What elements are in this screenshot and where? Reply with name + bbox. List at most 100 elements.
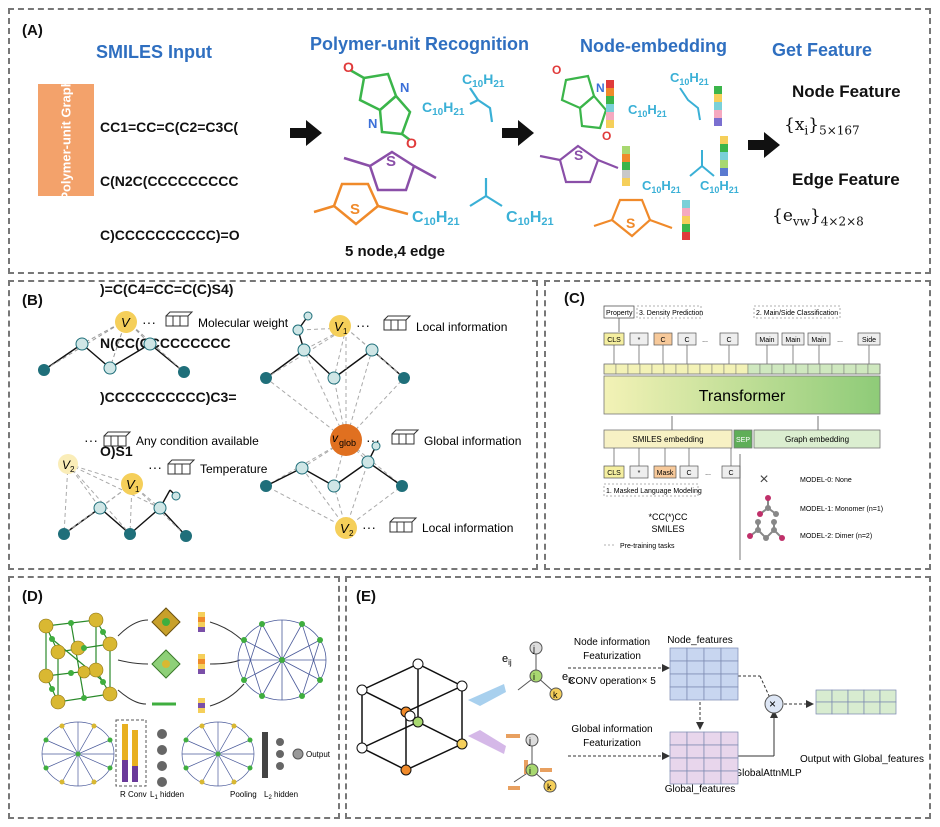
- diketopyrrolopyrrole-structure: [349, 68, 412, 141]
- token-c: C: [728, 470, 733, 477]
- svg-text:L2 hidden: L2 hidden: [264, 790, 298, 801]
- octahedron-icon: [151, 607, 181, 637]
- global-featurization-label: Featurization: [583, 738, 641, 749]
- dimer-icon: [747, 519, 785, 541]
- edge-feature-formula: {evw}4×2×8: [772, 206, 864, 228]
- alkyl-chain-structure: [469, 178, 503, 207]
- local-information-label: Local information: [416, 320, 507, 334]
- grid-cell: [669, 757, 688, 772]
- node-edge-caption: 5 node,4 edge: [345, 243, 446, 260]
- feature-vector: [198, 654, 205, 674]
- panel-c-graphics: Property 3. Density Prediction 2. Main/S…: [603, 305, 883, 560]
- sulfur-atom: S: [626, 215, 635, 231]
- alkyl-chain-structure: [469, 87, 494, 123]
- embedding-vector: [720, 136, 728, 176]
- edge-ik-label: e: [562, 671, 568, 683]
- grid-cell: [863, 701, 881, 715]
- arrow-right-icon: [748, 132, 780, 158]
- oxygen-atom: O: [343, 59, 354, 75]
- panel-d-graphics: R Conv L1 hidden Pooling L2 hidden Outpu…: [38, 607, 331, 801]
- nitrogen-atom: N: [400, 80, 409, 95]
- transformer-block: Transformer: [699, 388, 786, 405]
- thiophene-structure: [313, 182, 409, 226]
- token-c: C: [686, 470, 691, 477]
- grid-cell: [686, 660, 705, 675]
- sulfur-atom: S: [574, 147, 583, 163]
- token-star: *: [638, 337, 641, 344]
- alkyl-chain-structure: [689, 150, 715, 177]
- node-i-label: i: [529, 766, 531, 776]
- edge-ik-sub: ik: [568, 676, 575, 685]
- temperature-label: Temperature: [200, 462, 268, 476]
- grid-cell: [831, 701, 849, 715]
- grid-cell: [703, 744, 722, 759]
- panel-b-label: (B): [22, 292, 43, 309]
- smiles-embedding-block: SMILES embedding: [632, 435, 703, 444]
- ellipsis: ···: [356, 317, 370, 333]
- grid-cell: [863, 689, 881, 703]
- grid-cell: [703, 757, 722, 772]
- node-v2-label: V: [62, 458, 71, 472]
- feature-box-icon: [103, 431, 132, 447]
- l1-sub: 1: [154, 795, 158, 801]
- hidden-word: hidden: [274, 790, 298, 799]
- nitrogen-atom: N: [368, 116, 377, 131]
- panel-a-graphics: O N N O C10H21 C10H21 S S C10H21 C10H21 …: [290, 59, 780, 240]
- token-main: Main: [785, 337, 800, 344]
- global-information-label: Global information: [424, 434, 521, 448]
- grid-cell: [686, 770, 705, 785]
- grid-cell: [703, 731, 722, 746]
- grid-cell: [720, 744, 739, 759]
- edge-feature-subscript: vw: [792, 214, 810, 229]
- smiles-word: SMILES: [651, 524, 684, 534]
- node-j-label: j: [528, 736, 531, 746]
- grid-cell: [703, 647, 722, 662]
- grid-cell: [720, 686, 739, 701]
- feature-box-icon: [383, 315, 412, 331]
- thiophene-structure: [593, 198, 673, 238]
- token-star: *: [638, 470, 641, 477]
- feature-box-icon: [391, 429, 420, 445]
- node-i-label: i: [533, 672, 535, 682]
- hidden-word: hidden: [160, 790, 184, 799]
- token-c: C: [684, 337, 689, 344]
- token-c: C: [726, 337, 731, 344]
- conv-operation-label: CONV operation× 5: [568, 676, 656, 687]
- model-0-label: MODEL-0: None: [800, 477, 852, 484]
- l2-sub: 2: [268, 795, 272, 801]
- oxygen-atom: O: [552, 63, 561, 77]
- property-box: Property: [606, 310, 633, 317]
- grid-cell: [847, 701, 865, 715]
- embedding-vector: [622, 146, 630, 186]
- grid-cell: [703, 770, 722, 785]
- grid-cell: [815, 689, 833, 703]
- node-v2-label: V: [340, 521, 350, 536]
- node-feature-formula: {xi}5×167: [784, 115, 860, 137]
- grid-cell: [703, 686, 722, 701]
- sulfur-atom: S: [386, 153, 396, 170]
- grid-cell: [669, 744, 688, 759]
- molecular-weight-label: Molecular weight: [198, 316, 289, 330]
- node-features-grid: [669, 647, 739, 701]
- grid-cell: [831, 689, 849, 703]
- smiles-line: O)S1: [100, 443, 133, 459]
- node-info-label: Node information: [574, 637, 650, 648]
- panel-a-label: (A): [22, 22, 43, 39]
- embedding-vector: [606, 80, 614, 128]
- grid-cell: [703, 673, 722, 688]
- feature-box-icon: [389, 517, 418, 533]
- panel-d-label: (D): [22, 588, 43, 605]
- thiophene-structure: [539, 144, 619, 184]
- node-v-label: V: [121, 315, 131, 330]
- graph-embedding-block: Graph embedding: [785, 435, 849, 444]
- smiles-input-header: SMILES Input: [96, 42, 212, 62]
- feature-vector: [198, 612, 205, 632]
- feature-vector: [198, 698, 205, 713]
- grid-cell: [815, 701, 833, 715]
- polymer-unit-recognition-header: Polymer-unit Recognition: [310, 34, 530, 54]
- arrow-right-icon: [290, 120, 322, 146]
- panel-b: [8, 280, 538, 570]
- grid-cell: [669, 673, 688, 688]
- oxygen-atom: O: [406, 135, 417, 151]
- conv-vector: [122, 724, 138, 782]
